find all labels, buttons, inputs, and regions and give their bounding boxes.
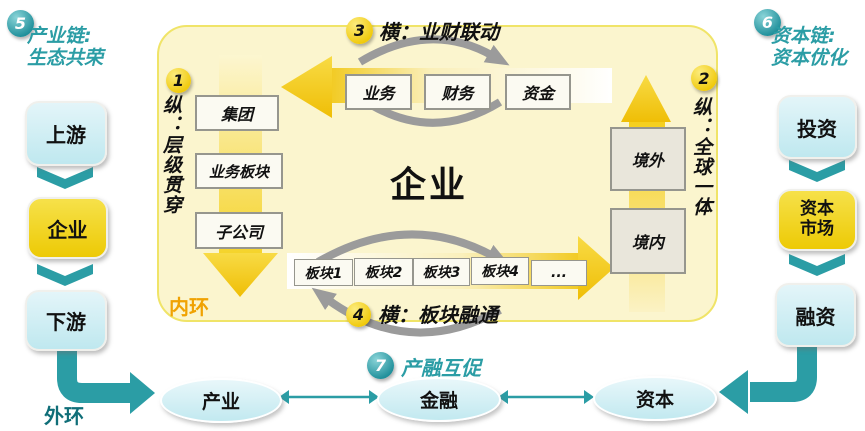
badge-5: 5 <box>7 10 34 37</box>
badge-4-number: 4 <box>352 305 365 324</box>
node-capital-market-label: 资本市场 <box>800 199 834 239</box>
chevron-down-icon <box>789 160 845 182</box>
chevron-down-icon <box>789 254 845 276</box>
node-capital-market: 资本市场 <box>777 189 857 251</box>
industry-chain-title-line2: 生态共荣 <box>27 47 104 70</box>
box-overseas-label: 境外 <box>631 151 664 170</box>
badge-5-number: 5 <box>14 14 27 33</box>
ellipse-capital-label: 资本 <box>635 389 674 411</box>
box-segment-3: 板块3 <box>413 258 470 286</box>
box-funds: 资金 <box>505 74 571 110</box>
box-domestic: 境内 <box>610 208 686 274</box>
capital-chain-title: 资本链: 资本优化 <box>771 25 847 70</box>
node-financing-label: 融资 <box>795 304 836 329</box>
badge-2-number: 2 <box>698 68 710 88</box>
ellipse-industry: 产业 <box>160 378 282 423</box>
box-segment-more-label: ... <box>551 265 567 281</box>
box-subsidiary-label: 子公司 <box>214 222 263 242</box>
badge-7-number: 7 <box>374 356 387 375</box>
ellipse-finance: 金融 <box>377 377 501 422</box>
box-segment-3-label: 板块3 <box>422 265 461 281</box>
node-enterprise-left: 企业 <box>27 197 108 259</box>
node-investment: 投资 <box>777 95 857 159</box>
enterprise-center-label: 企业 <box>389 165 468 206</box>
industry-chain-title: 产业链: 生态共荣 <box>27 25 103 70</box>
box-segment-2: 板块2 <box>354 258 413 286</box>
badge-3: 3 <box>346 17 373 44</box>
right-elbow-arrow-icon <box>719 343 817 414</box>
capital-chain-title-line2: 资本优化 <box>771 47 848 70</box>
left-axis-label: 纵：层级贯穿 <box>160 95 182 215</box>
badge-2: 2 <box>691 65 717 91</box>
box-segment-4: 板块4 <box>471 257 529 285</box>
node-enterprise-left-label: 企业 <box>47 217 88 242</box>
node-downstream-label: 下游 <box>46 310 86 334</box>
capital-chain-title-line1: 资本链: <box>771 25 836 47</box>
outer-ring-label: 外环 <box>44 404 84 428</box>
box-overseas: 境外 <box>610 127 686 191</box>
right-axis-up-arrow-icon <box>621 75 671 312</box>
box-segment-more: ... <box>531 260 587 286</box>
box-funds-label: 资金 <box>521 84 554 103</box>
left-elbow-arrow-icon <box>57 341 155 414</box>
box-subsidiary: 子公司 <box>195 212 283 249</box>
box-domestic-label: 境内 <box>631 233 664 252</box>
badge-1-number: 1 <box>172 71 185 90</box>
node-financing: 融资 <box>775 283 856 347</box>
box-segment-2-label: 板块2 <box>364 265 403 281</box>
box-finance: 财务 <box>424 74 491 110</box>
double-arrow-icon <box>498 390 594 404</box>
node-downstream: 下游 <box>25 290 107 351</box>
badge-1: 1 <box>166 68 191 93</box>
box-business-segment-label: 业务板块 <box>208 162 269 181</box>
box-business-label: 业务 <box>362 84 395 103</box>
box-business-segment: 业务板块 <box>195 153 283 189</box>
top-flow-label: 横：业财联动 <box>379 20 499 44</box>
box-segment-1: 板块1 <box>294 259 353 286</box>
outer-ring-flow-label: 产融互促 <box>401 356 481 380</box>
box-segment-4-label: 板块4 <box>481 264 519 280</box>
chevron-down-icon <box>37 264 93 286</box>
badge-6: 6 <box>754 9 781 36</box>
box-group: 集团 <box>195 95 279 131</box>
double-arrow-icon <box>279 390 379 404</box>
right-axis-label: 纵：全球一体 <box>690 97 712 217</box>
badge-3-number: 3 <box>353 21 366 40</box>
node-upstream: 上游 <box>25 101 107 166</box>
box-segment-1-label: 板块1 <box>304 265 343 282</box>
ellipse-finance-label: 金融 <box>419 390 458 412</box>
box-business: 业务 <box>345 74 412 110</box>
node-investment-label: 投资 <box>797 116 837 141</box>
box-group-label: 集团 <box>220 105 253 124</box>
ellipse-capital: 资本 <box>593 376 717 421</box>
industry-chain-title-line1: 产业链: <box>27 25 92 47</box>
ellipse-industry-label: 产业 <box>201 391 240 413</box>
badge-7: 7 <box>367 352 394 379</box>
bottom-flow-label: 横：板块融通 <box>378 303 498 327</box>
chevron-down-icon <box>37 167 93 189</box>
badge-6-number: 6 <box>761 13 774 32</box>
node-upstream-label: 上游 <box>46 123 86 147</box>
box-finance-label: 财务 <box>441 84 474 103</box>
badge-4: 4 <box>346 302 371 327</box>
inner-ring-label: 内环 <box>169 295 209 319</box>
